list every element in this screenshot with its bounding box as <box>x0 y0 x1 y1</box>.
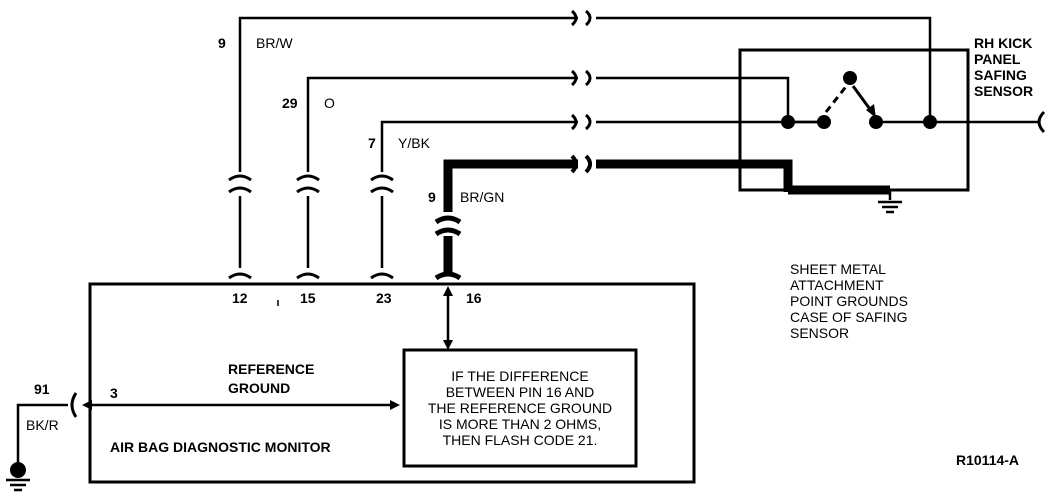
info-line-5: THEN FLASH CODE 21. <box>443 432 598 448</box>
note-line-3: POINT GROUNDS <box>790 293 908 309</box>
pin-label-15: 15 <box>300 290 316 306</box>
wire-o <box>306 69 790 268</box>
reference-ground-line-1: REFERENCE <box>228 361 314 377</box>
color-label-brw: BR/W <box>256 35 293 51</box>
ground-wire <box>6 392 78 492</box>
wire-brgn <box>443 154 793 272</box>
info-line-1: IF THE DIFFERENCE <box>451 368 588 384</box>
sensor-title-line-3: SAFING <box>974 67 1027 83</box>
figure-id: R10114-A <box>956 452 1019 468</box>
sensor-title-line-1: RH KICK <box>974 35 1032 51</box>
note-line-5: SENSOR <box>790 325 849 341</box>
circuit-label-brgn: 9 <box>428 189 436 205</box>
diagnostic-module <box>82 282 696 484</box>
pin-label-23: 23 <box>376 290 392 306</box>
ground-circuit-label: 91 <box>34 381 50 397</box>
wire-brw <box>238 9 932 268</box>
info-line-4: IS MORE THAN 2 OHMS, <box>439 416 601 432</box>
note-line-2: ATTACHMENT <box>790 277 884 293</box>
color-label-o: O <box>324 95 335 111</box>
info-line-3: THE REFERENCE GROUND <box>428 400 612 416</box>
circuit-label-o: 29 <box>282 95 298 111</box>
ground-color-label: BK/R <box>26 417 59 433</box>
color-label-brgn: BR/GN <box>460 189 504 205</box>
inline-connectors <box>228 174 462 237</box>
color-label-ybk: Y/BK <box>398 135 431 151</box>
module-connectors <box>228 271 462 281</box>
pin-label-12: 12 <box>232 290 248 306</box>
pin-label-16: 16 <box>466 290 482 306</box>
note-line-4: CASE OF SAFING <box>790 309 907 325</box>
ref-pin-label: 3 <box>110 385 118 401</box>
sensor-title-line-4: SENSOR <box>974 83 1033 99</box>
circuit-label-brw: 9 <box>218 35 226 51</box>
sensor-title-line-2: PANEL <box>974 51 1021 67</box>
info-line-2: BETWEEN PIN 16 AND <box>446 384 595 400</box>
circuit-label-ybk: 7 <box>368 135 376 151</box>
safing-sensor <box>738 48 1046 214</box>
note-line-1: SHEET METAL <box>790 261 886 277</box>
reference-ground-line-2: GROUND <box>228 380 290 396</box>
module-name: AIR BAG DIAGNOSTIC MONITOR <box>110 439 331 455</box>
